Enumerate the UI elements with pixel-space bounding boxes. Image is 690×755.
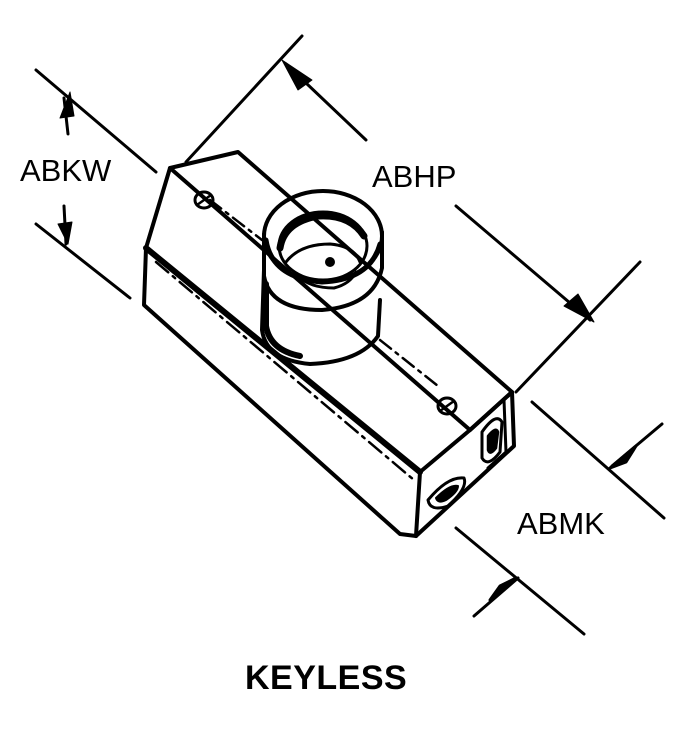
boss-upper-wall [262, 230, 384, 312]
boss-rim-shade [263, 237, 383, 285]
top-centerline-2 [378, 338, 440, 388]
dimension-abkw [34, 68, 158, 300]
abmk-arrowhead-lower [488, 576, 518, 602]
dimension-abhp [184, 34, 642, 394]
boss-bore-highlight [325, 257, 335, 267]
body-shadow-edge [143, 245, 423, 475]
abkw-arrowhead-lower [57, 221, 73, 245]
screw-right [436, 396, 458, 416]
body-right-end-face [414, 390, 516, 538]
boss-bore-thread [284, 242, 362, 264]
abhp-arrowhead-upper [281, 59, 313, 91]
top-centerline [208, 198, 264, 242]
dimension-abmk [454, 400, 666, 636]
front-centerline [154, 260, 416, 482]
abmk-arrowhead-upper [608, 444, 638, 470]
diagram-caption: KEYLESS [245, 659, 408, 697]
abhp-arrowhead-lower [563, 293, 595, 323]
end-slot-lower [426, 476, 467, 510]
dimension-label-abhp: ABHP [372, 159, 457, 194]
end-slot-upper [480, 417, 504, 464]
screw-left [193, 190, 215, 210]
body-right-bevel [486, 390, 514, 470]
cylinder-boss [260, 189, 384, 366]
abkw-arrowhead-upper [59, 91, 75, 119]
body-front-face [142, 246, 422, 538]
dimension-label-abkw: ABKW [20, 153, 112, 188]
boss-collar [260, 268, 382, 366]
dimension-label-abmk: ABMK [517, 506, 605, 541]
boss-collar-shade [263, 281, 303, 359]
boss-bore-shade [276, 212, 368, 252]
